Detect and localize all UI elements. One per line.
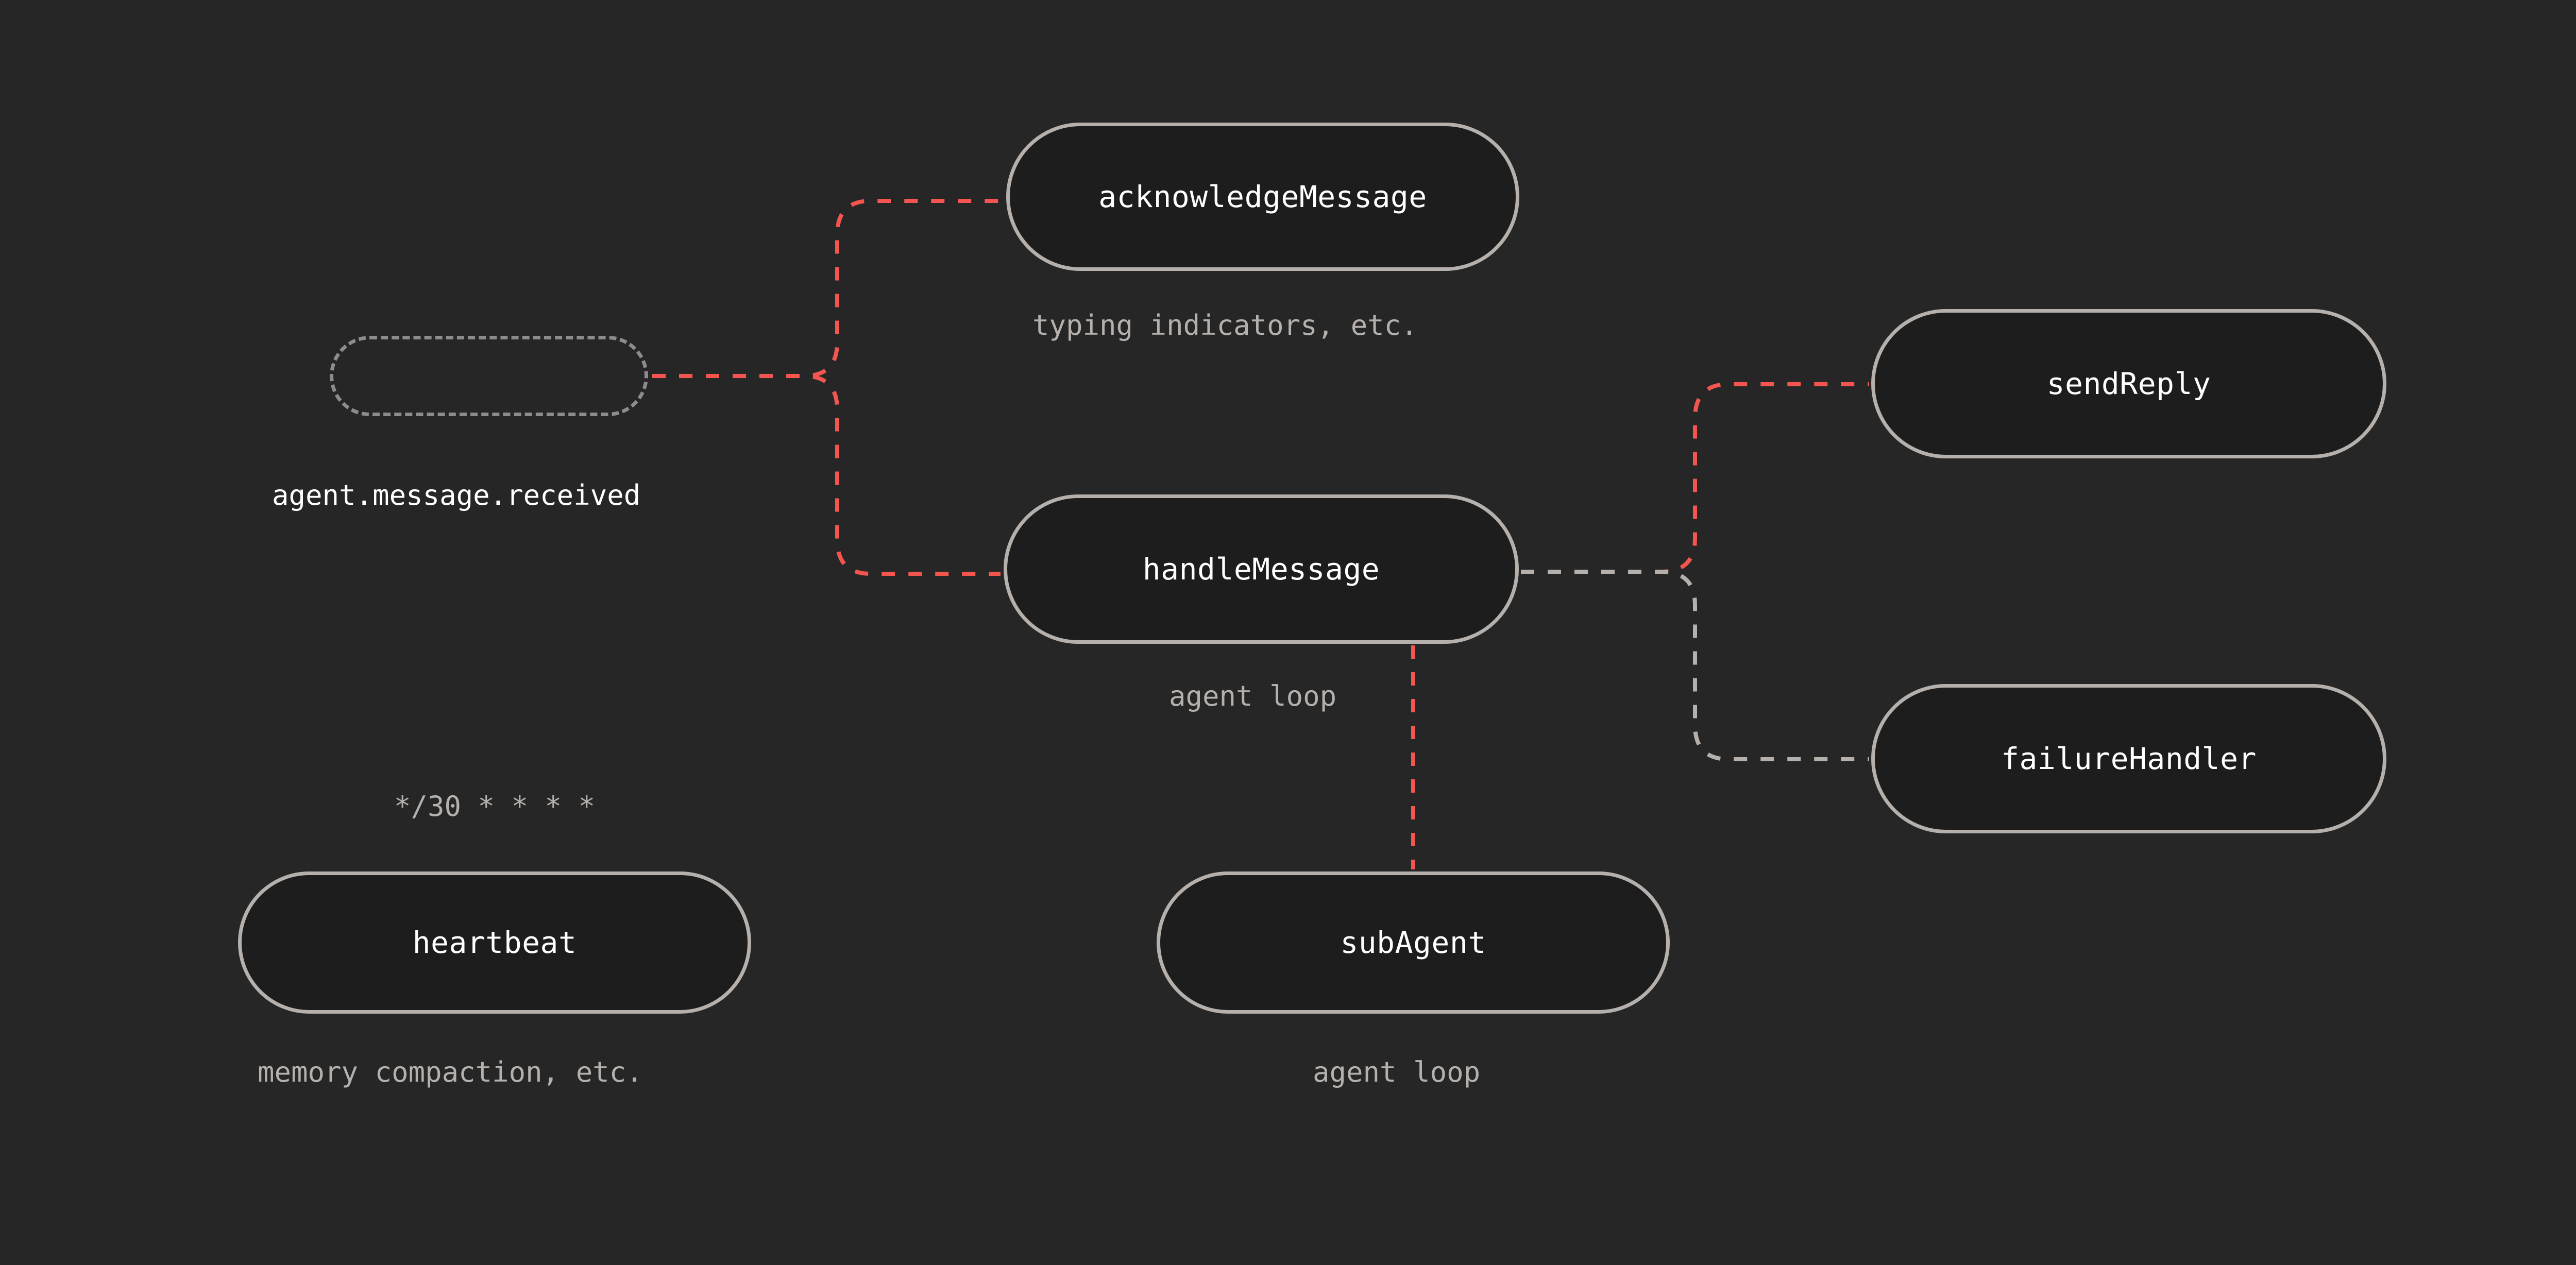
node-heartbeat[interactable]: heartbeat — [238, 871, 751, 1014]
node-trigger[interactable] — [330, 336, 648, 416]
node-label-sendReply: sendReply — [2046, 366, 2211, 401]
node-acknowledgeMessage[interactable]: acknowledgeMessage — [1006, 123, 1519, 271]
node-label-heartbeat: heartbeat — [412, 925, 577, 960]
edge-trigger-to-handleMessage[interactable] — [652, 374, 1001, 576]
node-label-subAgent: subAgent — [1340, 925, 1486, 960]
edge-trigger-to-acknowledgeMessage[interactable] — [652, 199, 1003, 378]
edge-handleMessage-to-failureHandler[interactable] — [1521, 570, 1869, 761]
caption-trigger-caption: agent.message.received — [272, 479, 641, 511]
caption-handle-caption: agent loop — [1169, 680, 1337, 712]
caption-heartbeat-caption: memory compaction, etc. — [258, 1056, 643, 1088]
node-subAgent[interactable]: subAgent — [1157, 871, 1670, 1014]
node-sendReply[interactable]: sendReply — [1871, 309, 2386, 458]
node-handleMessage[interactable]: handleMessage — [1004, 494, 1519, 644]
node-label-acknowledgeMessage: acknowledgeMessage — [1098, 179, 1427, 214]
caption-subagent-caption: agent loop — [1313, 1056, 1481, 1088]
caption-heartbeat-cron: */30 * * * * — [394, 790, 596, 823]
node-failureHandler[interactable]: failureHandler — [1871, 684, 2386, 833]
caption-acknowledge-caption: typing indicators, etc. — [1032, 309, 1418, 341]
edge-handleMessage-to-sendReply[interactable] — [1521, 382, 1869, 574]
node-label-failureHandler: failureHandler — [2001, 741, 2257, 776]
node-label-handleMessage: handleMessage — [1142, 552, 1380, 587]
